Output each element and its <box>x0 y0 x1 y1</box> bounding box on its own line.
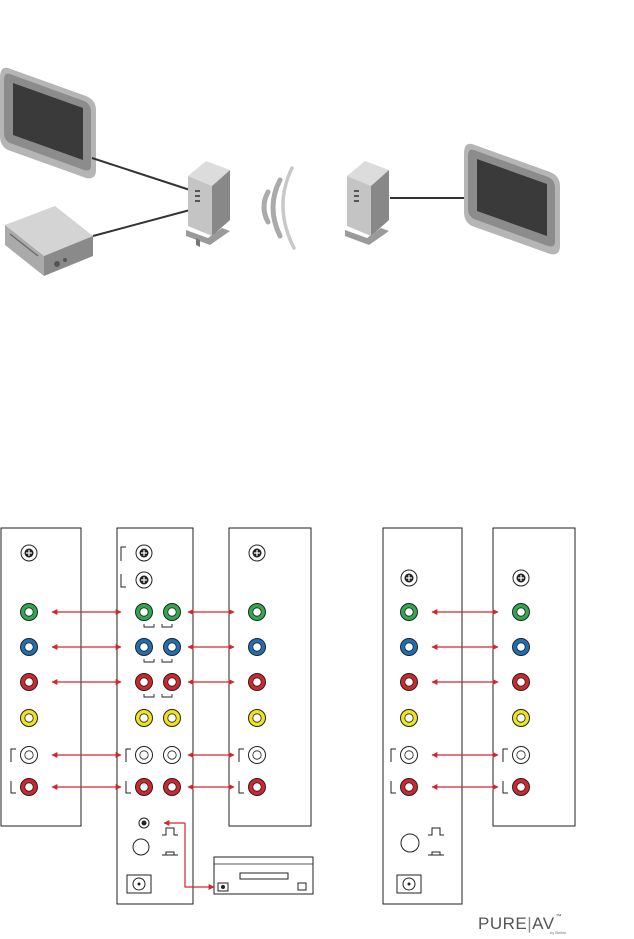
tv-left-icon <box>0 68 96 179</box>
brand-tagline: by Belkin <box>550 930 566 935</box>
tx-a-green-0-jack <box>136 604 153 621</box>
coax-input-jack <box>136 545 152 561</box>
power-adapter-icon <box>214 857 313 894</box>
rca-green-0-jack <box>21 604 38 621</box>
rca-blue-1-jack <box>21 639 38 656</box>
tv-right-icon <box>464 144 560 255</box>
panel-display-left <box>229 528 311 826</box>
rca-white-4-jack <box>21 747 38 764</box>
rca-green-0-jack <box>249 604 266 621</box>
brand-name-left: PURE <box>478 914 527 933</box>
tx-a-white-4-jack <box>136 747 153 764</box>
coax-input-jack <box>136 572 152 588</box>
coax-input-jack <box>513 570 529 586</box>
rca-red-2-jack <box>249 674 266 691</box>
tx-a-red-2-jack <box>136 674 153 691</box>
wireless-transmitter-icon <box>186 161 230 247</box>
rca-red-5-jack <box>21 779 38 796</box>
rca-blue-1-jack <box>513 639 530 656</box>
coax-input-jack <box>401 570 417 586</box>
rca-red-2-jack <box>513 674 530 691</box>
panel-source-left <box>1 528 81 826</box>
tx-a-blue-1-jack <box>136 639 153 656</box>
brand-trademark: ™ <box>556 914 562 920</box>
wireless-receiver-icon <box>345 161 389 245</box>
rx-yellow-3-jack <box>401 710 418 727</box>
tx-b-red-5-jack <box>164 779 181 796</box>
rca-white-4-jack <box>513 747 530 764</box>
rx-white-4-jack <box>401 747 418 764</box>
tx-b-white-4-jack <box>164 747 181 764</box>
rca-yellow-3-jack <box>513 710 530 727</box>
dvd-player-icon <box>5 206 93 276</box>
rx-blue-1-jack <box>401 639 418 656</box>
cable-dvd <box>93 210 190 236</box>
brand-logo: PURE|AV™ by Belkin <box>478 914 562 934</box>
panel-transmitter <box>117 528 193 904</box>
wireless-signal-icon <box>264 168 294 248</box>
tx-b-yellow-3-jack <box>164 710 181 727</box>
tx-b-green-0-jack <box>164 604 181 621</box>
panel-receiver <box>383 528 462 904</box>
rx-green-0-jack <box>401 604 418 621</box>
rca-yellow-3-jack <box>249 710 266 727</box>
cable-tv-left <box>92 158 190 190</box>
tx-b-red-2-jack <box>164 674 181 691</box>
tx-b-blue-1-jack <box>164 639 181 656</box>
coax-input-jack <box>21 545 37 561</box>
rca-red-5-jack <box>513 779 530 796</box>
rca-green-0-jack <box>513 604 530 621</box>
tx-a-red-5-jack <box>136 779 153 796</box>
rx-red-5-jack <box>401 779 418 796</box>
rx-red-2-jack <box>401 674 418 691</box>
coax-input-jack <box>249 545 265 561</box>
rca-white-4-jack <box>249 747 266 764</box>
rca-red-5-jack <box>249 779 266 796</box>
tx-a-yellow-3-jack <box>136 710 153 727</box>
rca-yellow-3-jack <box>21 710 38 727</box>
panel-display-right <box>493 528 575 826</box>
rca-blue-1-jack <box>249 639 266 656</box>
rca-red-2-jack <box>21 674 38 691</box>
